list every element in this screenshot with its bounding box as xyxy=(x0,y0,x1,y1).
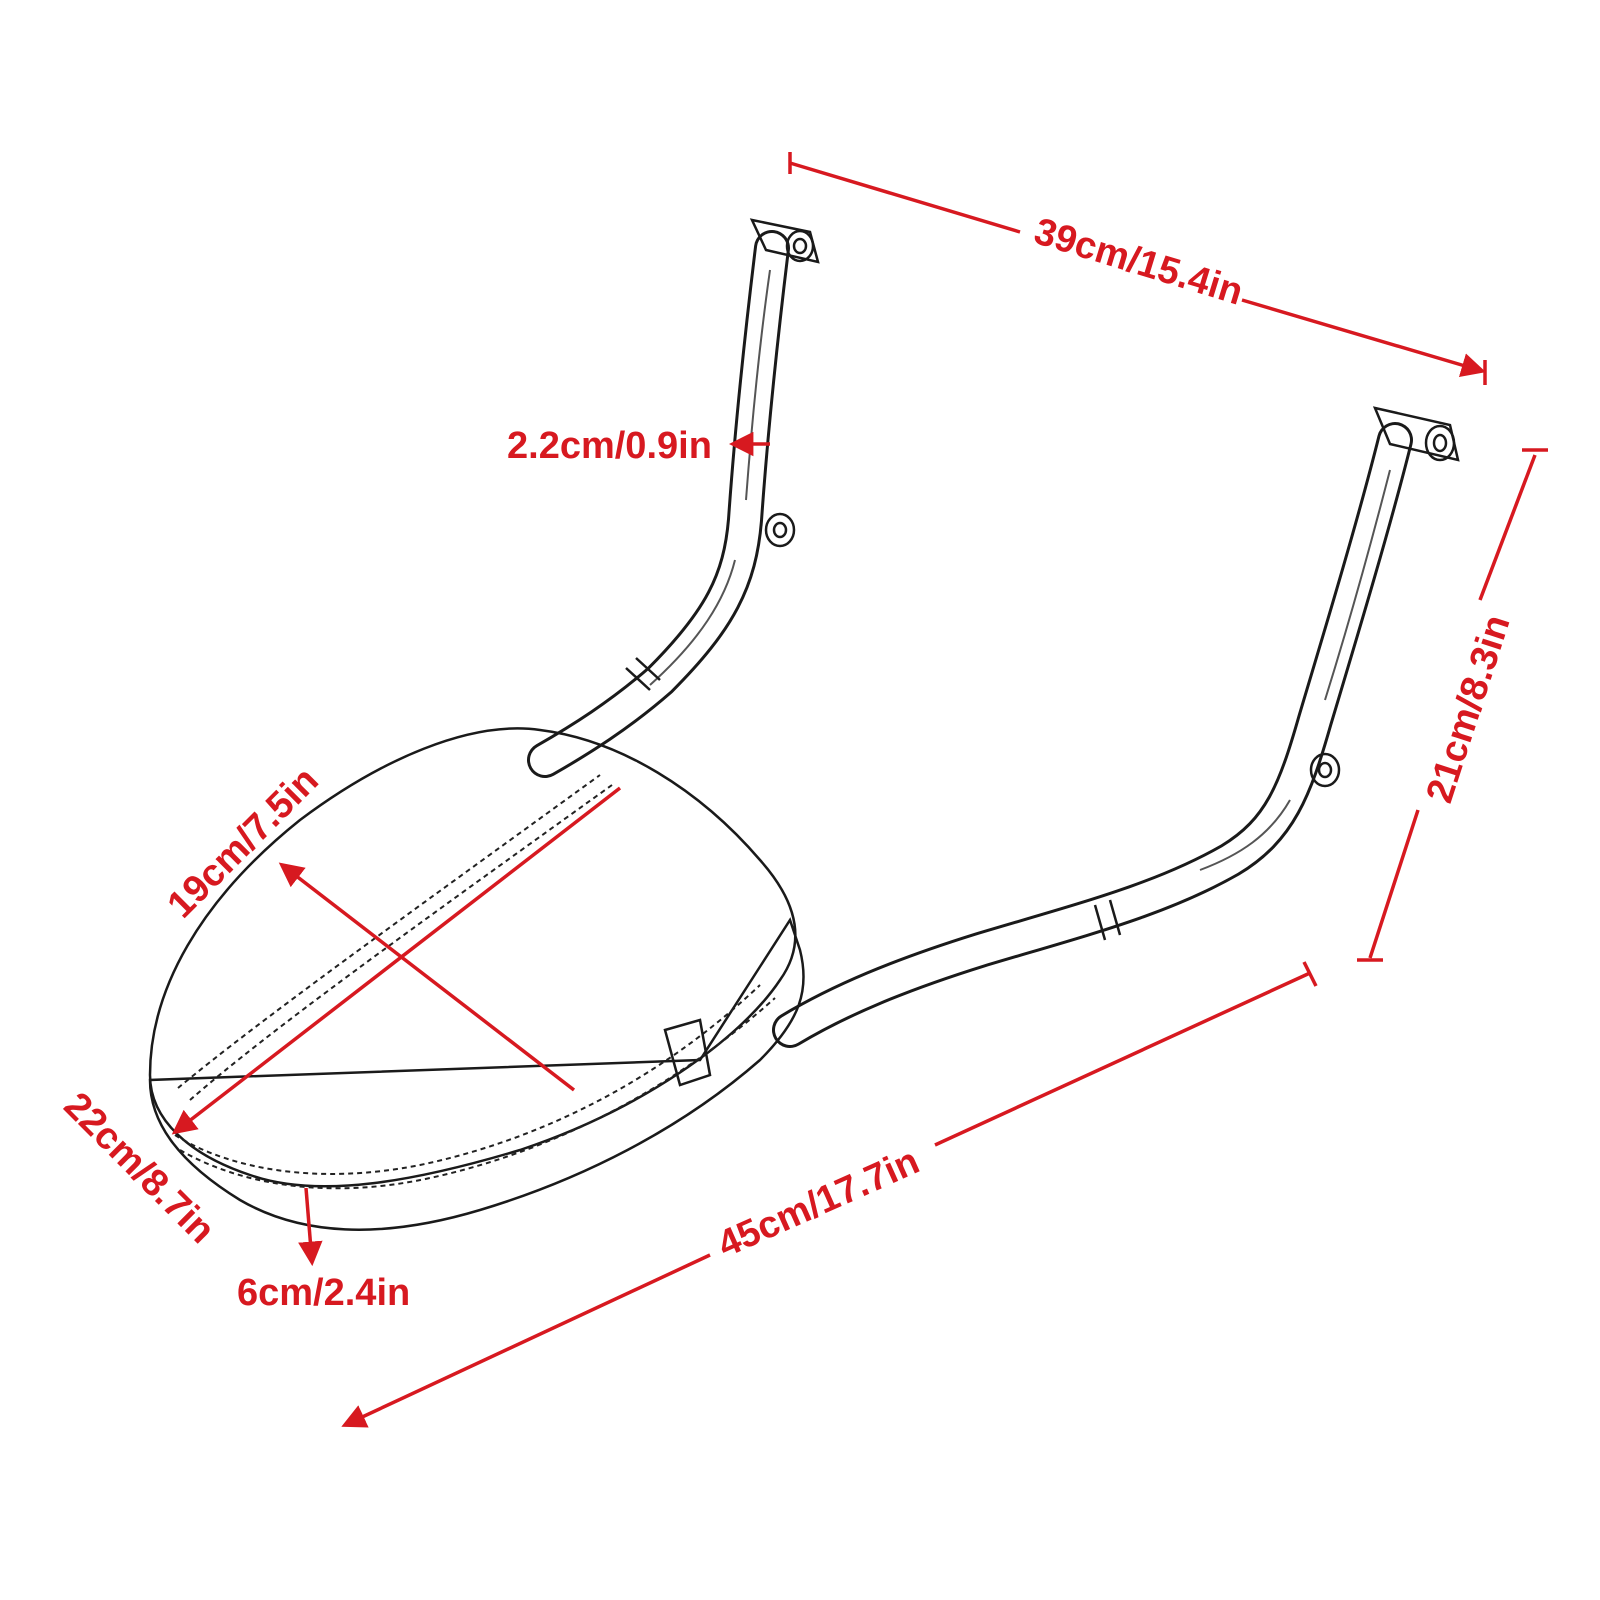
pad-width-label: 19cm/7.5in xyxy=(160,759,327,926)
dimension-lines xyxy=(171,152,1548,1428)
right-top-mount xyxy=(1372,406,1460,462)
overall-length-label: 45cm/17.7in xyxy=(712,1140,926,1266)
left-strut xyxy=(527,218,820,778)
top-width-dimension xyxy=(788,152,1487,385)
pad-length-dimension xyxy=(171,786,622,1135)
pad-width-dimension xyxy=(278,862,576,1092)
left-top-mount xyxy=(749,218,820,264)
side-height-label: 21cm/8.3in xyxy=(1419,610,1519,808)
right-strut xyxy=(772,406,1460,1048)
pad-thickness-label: 6cm/2.4in xyxy=(237,1272,410,1314)
top-width-label: 39cm/15.4in xyxy=(1029,210,1247,313)
backrest-pad xyxy=(148,727,805,1231)
tube-diameter-label: 2.2cm/0.9in xyxy=(507,425,712,467)
pad-thickness-dimension xyxy=(298,1187,323,1267)
right-side-tab xyxy=(1309,752,1341,788)
side-height-dimension xyxy=(1357,448,1548,962)
left-side-tab xyxy=(764,512,796,548)
overall-length-dimension xyxy=(341,961,1318,1428)
